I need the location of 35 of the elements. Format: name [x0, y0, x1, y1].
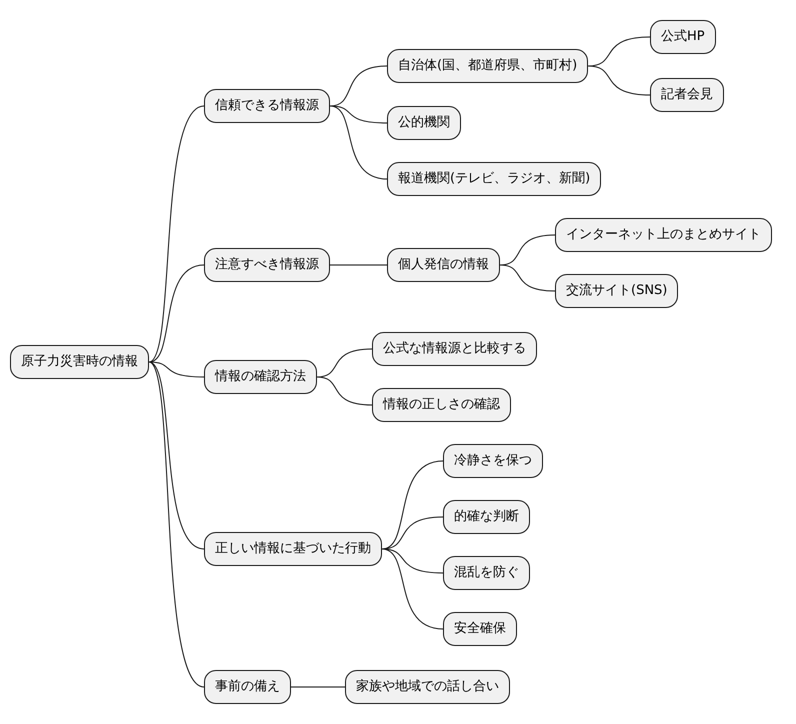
connector-line — [330, 264, 388, 266]
topic-box: 報道機関(テレビ、ラジオ、新聞) — [387, 162, 602, 196]
connector-line — [382, 460, 444, 550]
connector-line — [148, 362, 204, 378]
topic-box: 事前の備え — [204, 670, 291, 704]
topic-box: 個人発信の情報 — [387, 248, 500, 282]
connector-line — [382, 548, 444, 574]
topic-box: 注意すべき情報源 — [204, 248, 330, 282]
topic-box: 公式な情報源と比較する — [372, 332, 537, 366]
topic-box: 信頼できる情報源 — [204, 89, 330, 123]
topic-box: 的確な判断 — [443, 500, 530, 534]
topic-box: 正しい情報に基づいた行動 — [204, 532, 382, 566]
connector-line — [330, 106, 388, 180]
topic-box: 記者会見 — [650, 78, 724, 112]
connector-line — [316, 376, 372, 406]
topic-box: 原子力災害時の情報 — [10, 345, 149, 379]
topic-box: 冷静さを保つ — [443, 444, 543, 478]
connector-line — [148, 264, 204, 362]
topic-box: 安全確保 — [443, 612, 517, 646]
connector-line — [588, 66, 650, 96]
topic-box: 情報の確認方法 — [204, 360, 317, 394]
connector-line — [500, 264, 556, 292]
topic-box: 交流サイト(SNS) — [555, 274, 678, 308]
topic-box: 情報の正しさの確認 — [372, 388, 511, 422]
topic-box: インターネット上のまとめサイト — [555, 218, 772, 252]
topic-box: 混乱を防ぐ — [443, 556, 530, 590]
topic-box: 公式HP — [650, 20, 716, 54]
connector-line — [148, 106, 204, 362]
connector-line — [330, 106, 388, 124]
connector-line — [382, 548, 444, 630]
topic-box: 公的機関 — [387, 106, 461, 140]
connector-line — [148, 362, 204, 688]
connector-line — [290, 686, 346, 688]
topic-box: 家族や地域での話し合い — [345, 670, 510, 704]
topic-box: 自治体(国、都道府県、市町村) — [387, 49, 588, 83]
